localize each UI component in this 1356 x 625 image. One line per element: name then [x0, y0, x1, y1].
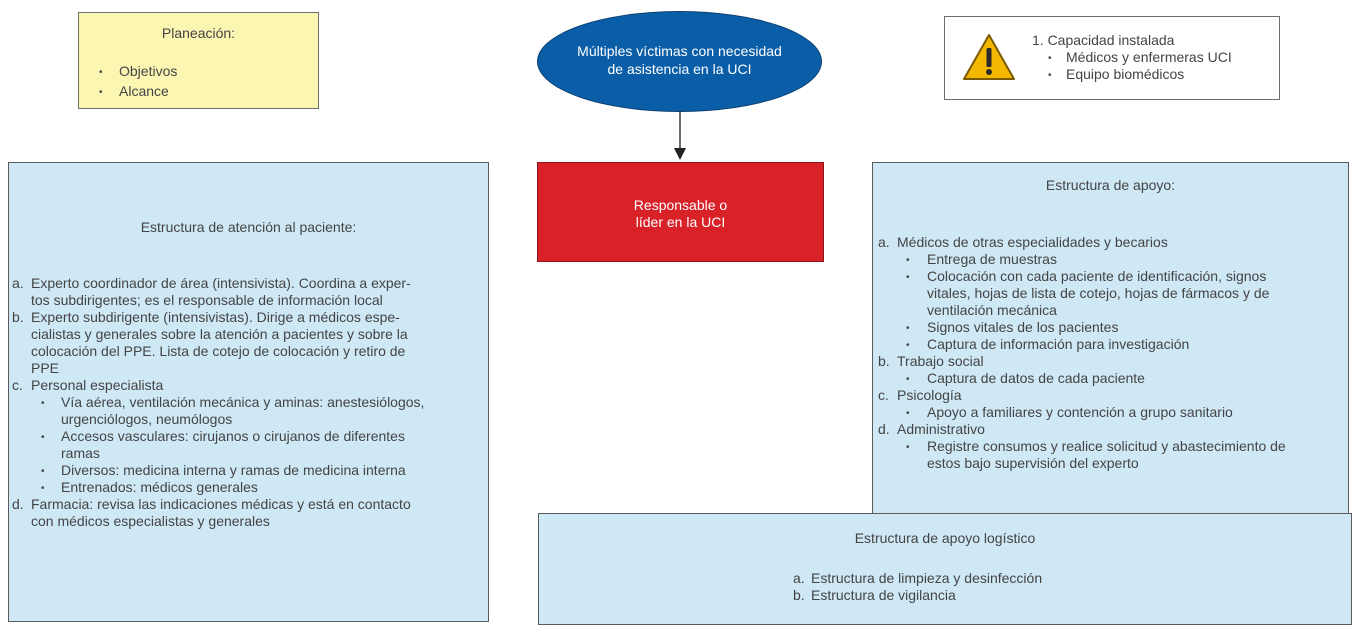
list-label: b. [12, 309, 24, 325]
sub-list-item: • Diversos: medicina interna y ramas de m… [9, 462, 487, 479]
sub-list-item: • Captura de datos de cada paciente [873, 370, 1347, 387]
list-text: Captura de datos de cada paciente [927, 370, 1145, 386]
planning-box: Planeación: •Objetivos •Alcance [78, 12, 319, 109]
capacity-box: 1. Capacidad instalada •Médicos y enferm… [944, 16, 1280, 100]
support-box: Estructura de apoyo: a. Médicos de otras … [872, 162, 1349, 517]
sub-list-item: • Apoyo a familiares y contención a grupo… [873, 404, 1347, 421]
list-text: urgenciólogos, neumólogos [61, 411, 233, 427]
patient-care-box: Estructura de atención al paciente: a. Ex… [8, 162, 489, 622]
support-title: Estructura de apoyo: [1045, 177, 1176, 193]
incident-ellipse: Múltiples víctimas con necesidad de asis… [537, 11, 822, 112]
bullet-icon: • [906, 255, 910, 266]
flow-arrow [674, 112, 686, 160]
incident-line2: de asistencia en la UCI [607, 61, 752, 77]
list-item: c. Personal especialista [9, 377, 487, 394]
sub-list-item: • Signos vitales de los pacientes [873, 319, 1347, 336]
list-text: Farmacia: revisa las indicaciones médica… [31, 496, 411, 512]
list-text: Accesos vasculares: cirujanos o cirujano… [61, 428, 405, 444]
list-text: Experto subdirigente (intensivistas). Di… [31, 309, 400, 325]
sub-list-item: • Captura de información para investigaci… [873, 336, 1347, 353]
list-label: c. [12, 377, 23, 393]
list-text: Experto coordinador de área (intensivist… [31, 275, 411, 291]
bullet-icon: • [906, 323, 910, 334]
bullet-icon: • [41, 432, 45, 443]
list-text: Administrativo [897, 421, 985, 437]
bullet-icon: • [41, 466, 45, 477]
list-label: b. [878, 353, 890, 369]
list-text: Apoyo a familiares y contención a grupo … [927, 404, 1233, 420]
logistics-box: Estructura de apoyo logístico a.Estructu… [538, 513, 1352, 625]
bullet-icon: • [906, 374, 910, 385]
sub-list-item: • Vía aérea, ventilación mecánica y amina… [9, 394, 487, 428]
list-item: d. Farmacia: revisa las indicaciones médi… [9, 496, 487, 530]
list-label: c. [878, 387, 889, 403]
list-text: Trabajo social [897, 353, 984, 369]
bullet-icon: • [906, 340, 910, 351]
list-label: d. [878, 421, 890, 437]
list-item: a. Médicos de otras especialidades y beca… [873, 234, 1347, 251]
list-text: Diversos: medicina interna y ramas de me… [61, 462, 406, 478]
list-text: Entrenados: médicos generales [61, 479, 258, 495]
list-text: Médicos de otras especialidades y becari… [897, 234, 1168, 250]
sub-list-item: • Registre consumos y realice solicitud y… [873, 438, 1347, 472]
list-text: Captura de información para investigació… [927, 336, 1190, 352]
list-item: c. Psicología [873, 387, 1347, 404]
list-text: con médicos especialistas y generales [31, 513, 270, 529]
list-item: a.Estructura de limpieza y desinfección [793, 570, 1043, 586]
list-item: •Médicos y enfermeras UCI [1048, 49, 1232, 65]
list-text: PPE [31, 360, 60, 376]
logistics-title: Estructura de apoyo logístico [854, 530, 1036, 546]
patient-care-title: Estructura de atención al paciente: [140, 219, 357, 235]
incident-line1: Múltiples víctimas con necesidad [577, 43, 782, 59]
list-text: Vía aérea, ventilación mecánica y aminas… [61, 394, 425, 410]
list-item: •Equipo biomédicos [1048, 66, 1185, 82]
sub-list-item: • Entrega de muestras [873, 251, 1347, 268]
list-label: a. [878, 234, 890, 250]
list-text: tos subdirigentes; es el responsable de … [31, 292, 383, 308]
leader-line1: Responsable o [633, 197, 728, 213]
list-item: b.Estructura de vigilancia [793, 587, 956, 603]
list-text: Entrega de muestras [927, 251, 1057, 267]
list-item: d. Administrativo [873, 421, 1347, 438]
list-label: a. [12, 275, 24, 291]
list-text: ramas [61, 445, 100, 461]
list-item: •Objetivos [99, 63, 178, 79]
bullet-icon: • [41, 398, 45, 409]
list-text: cialistas y generales sobre la atención … [31, 326, 408, 342]
bullet-icon: • [906, 442, 910, 453]
bullet-icon: • [906, 408, 910, 419]
list-item: a. Experto coordinador de área (intensivi… [9, 275, 487, 309]
list-text: Colocación con cada paciente de identifi… [927, 268, 1267, 284]
list-item: •Alcance [99, 83, 169, 99]
leader-box: Responsable o líder en la UCI [537, 162, 824, 262]
bullet-icon: • [41, 483, 45, 494]
sub-list-item: • Accesos vasculares: cirujanos o cirujan… [9, 428, 487, 462]
sub-list-item: • Colocación con cada paciente de identif… [873, 268, 1347, 319]
list-text: colocación del PPE. Lista de cotejo de c… [31, 343, 406, 359]
list-text: Psicología [897, 387, 962, 403]
warning-icon [963, 34, 1015, 80]
list-text: ventilación mecánica [927, 302, 1057, 318]
capacity-title: 1. Capacidad instalada [1032, 32, 1175, 48]
list-text: Personal especialista [31, 377, 164, 393]
list-item: b. Experto subdirigente (intensivistas). … [9, 309, 487, 377]
list-text: Signos vitales de los pacientes [927, 319, 1119, 335]
bullet-icon: • [906, 272, 910, 283]
planning-title: Planeación: [161, 25, 236, 41]
list-text: vitales, hojas de lista de cotejo, hojas… [927, 285, 1270, 301]
list-text: Registre consumos y realice solicitud y … [927, 438, 1286, 454]
list-text: estos bajo supervisión del experto [927, 455, 1139, 471]
list-label: d. [12, 496, 24, 512]
leader-line2: líder en la UCI [635, 214, 726, 230]
sub-list-item: • Entrenados: médicos generales [9, 479, 487, 496]
list-item: b. Trabajo social [873, 353, 1347, 370]
